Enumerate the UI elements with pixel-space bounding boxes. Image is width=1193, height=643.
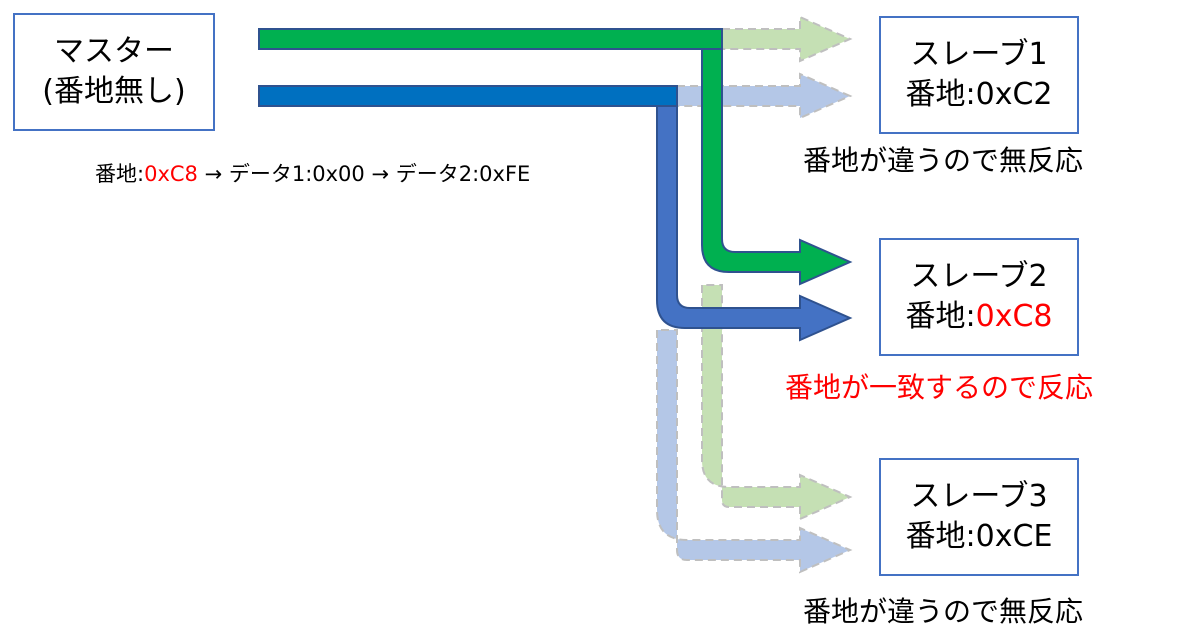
faded-blue-arrow-slave3 [656, 329, 853, 574]
faded-green-arrow-slave1 [721, 15, 853, 63]
master-box: マスター (番地無し) [13, 13, 215, 131]
sequence-address-value: 0xC8 [144, 162, 198, 186]
slave3-caption: 番地が違うので無反応 [803, 595, 1084, 628]
master-subtitle: (番地無し) [42, 74, 186, 109]
slave2-caption: 番地が一致するので反応 [785, 371, 1094, 404]
green-bus-bar [258, 28, 723, 50]
slave3-addr-label: 番地: [905, 519, 976, 554]
faded-blue-arrow-slave1 [676, 72, 853, 120]
blue-arrow-slave2 [656, 105, 853, 342]
green-arrow-slave2 [701, 48, 853, 286]
slave2-addr-value: 0xC8 [975, 299, 1053, 334]
master-title: マスター [54, 34, 174, 69]
slave3-addr-value: 0xCE [975, 519, 1053, 554]
slave1-name: スレーブ1 [910, 37, 1048, 72]
slave2-box: スレーブ2 番地:0xC8 [879, 238, 1079, 356]
slave2-name: スレーブ2 [910, 259, 1048, 294]
slave2-addr-label: 番地: [905, 299, 976, 334]
blue-bus-bar [258, 85, 678, 107]
transmission-sequence: 番地:0xC8 → データ1:0x00 → データ2:0xFE [95, 158, 530, 188]
slave1-addr-value: 0xC2 [975, 77, 1053, 112]
slave3-name: スレーブ3 [910, 479, 1048, 514]
slave1-box: スレーブ1 番地:0xC2 [879, 16, 1079, 134]
slave3-box: スレーブ3 番地:0xCE [879, 458, 1079, 576]
slave1-caption: 番地が違うので無反応 [803, 144, 1084, 177]
slave1-addr-label: 番地: [905, 77, 976, 112]
sequence-address-label: 番地: [95, 162, 145, 186]
sequence-data: → データ1:0x00 → データ2:0xFE [197, 162, 531, 186]
